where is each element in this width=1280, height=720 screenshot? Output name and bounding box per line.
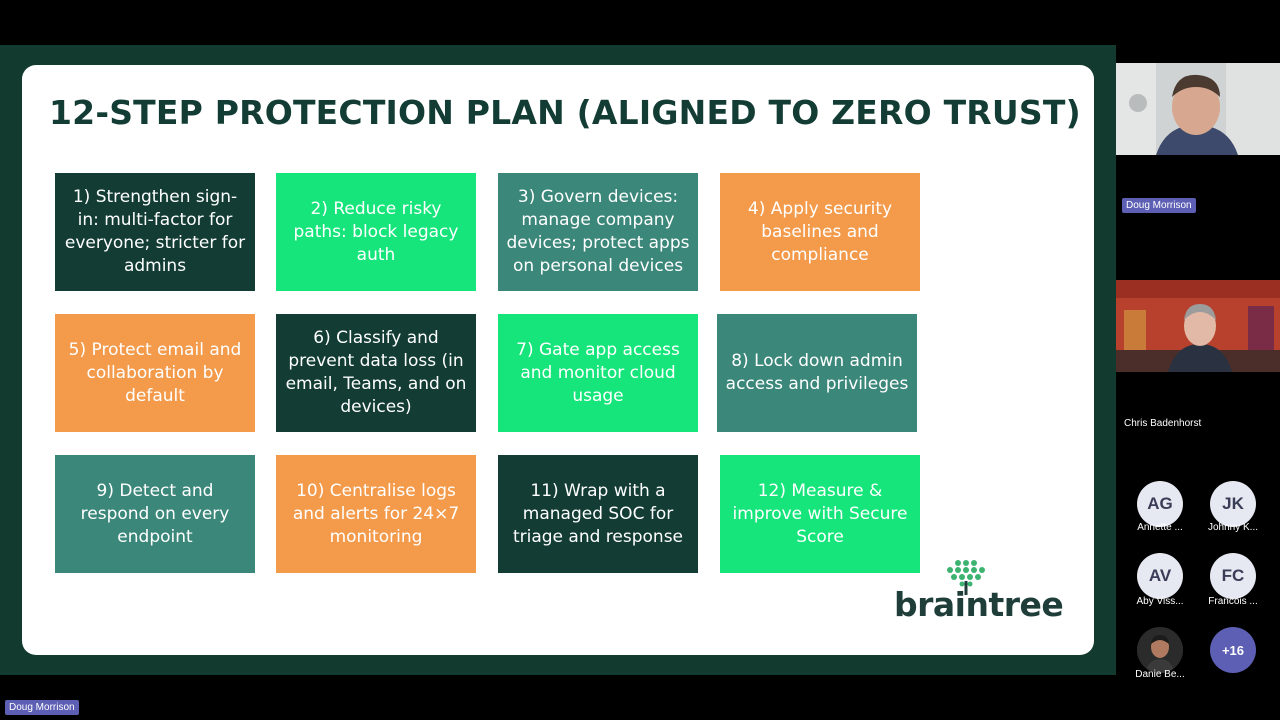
participant-avatar-4[interactable]: FC xyxy=(1210,553,1256,599)
tree-icon xyxy=(947,560,985,595)
more-participants-button[interactable]: +16 xyxy=(1210,627,1256,673)
participant-avatar-name-4: Francois ... xyxy=(1208,596,1258,607)
participant-avatar-name-2: Johnny K... xyxy=(1207,522,1259,533)
logo-text: braintree xyxy=(894,585,1064,624)
step-tile-7: 7) Gate app access and monitor cloud usa… xyxy=(498,314,698,432)
participant-avatar-name-1: Annette ... xyxy=(1137,522,1183,533)
slide-title: 12-STEP PROTECTION PLAN (ALIGNED TO ZERO… xyxy=(49,93,1081,132)
step-tile-2: 2) Reduce risky paths: block legacy auth xyxy=(276,173,476,291)
participant-video-1[interactable] xyxy=(1116,63,1280,155)
participant-avatar-3[interactable]: AV xyxy=(1137,553,1183,599)
video-feed-1 xyxy=(1116,63,1280,155)
shared-screen: 12-STEP PROTECTION PLAN (ALIGNED TO ZERO… xyxy=(0,45,1116,675)
step-tile-6: 6) Classify and prevent data loss (in em… xyxy=(276,314,476,432)
step-tile-10: 10) Centralise logs and alerts for 24×7 … xyxy=(276,455,476,573)
presenter-name-tag: Doug Morrison xyxy=(5,700,79,715)
participant-photo xyxy=(1137,627,1183,673)
braintree-logo: braintree xyxy=(894,559,1064,627)
step-tile-1: 1) Strengthen sign-in: multi-factor for … xyxy=(55,173,255,291)
step-tile-4: 4) Apply security baselines and complian… xyxy=(720,173,920,291)
step-tile-12: 12) Measure & improve with Secure Score xyxy=(720,455,920,573)
participant-video-2[interactable] xyxy=(1116,280,1280,372)
participant-name-2: Chris Badenhorst xyxy=(1124,418,1202,429)
participant-avatar-1[interactable]: AG xyxy=(1137,481,1183,527)
participant-avatar-name-3: Aby Viss... xyxy=(1136,596,1184,607)
slide: 12-STEP PROTECTION PLAN (ALIGNED TO ZERO… xyxy=(22,65,1094,655)
participant-avatar-2[interactable]: JK xyxy=(1210,481,1256,527)
step-tile-5: 5) Protect email and collaboration by de… xyxy=(55,314,255,432)
participants-panel: Doug Morrison Chris Badenhorst AG Annett… xyxy=(1116,0,1280,720)
participant-name-1: Doug Morrison xyxy=(1122,198,1196,213)
step-tile-8: 8) Lock down admin access and privileges xyxy=(717,314,917,432)
step-tile-11: 11) Wrap with a managed SOC for triage a… xyxy=(498,455,698,573)
participant-avatar-5[interactable] xyxy=(1137,627,1183,673)
participant-avatar-name-5: Danie Be... xyxy=(1135,669,1185,680)
step-tile-9: 9) Detect and respond on every endpoint xyxy=(55,455,255,573)
video-feed-2 xyxy=(1116,280,1280,372)
step-tile-3: 3) Govern devices: manage company device… xyxy=(498,173,698,291)
